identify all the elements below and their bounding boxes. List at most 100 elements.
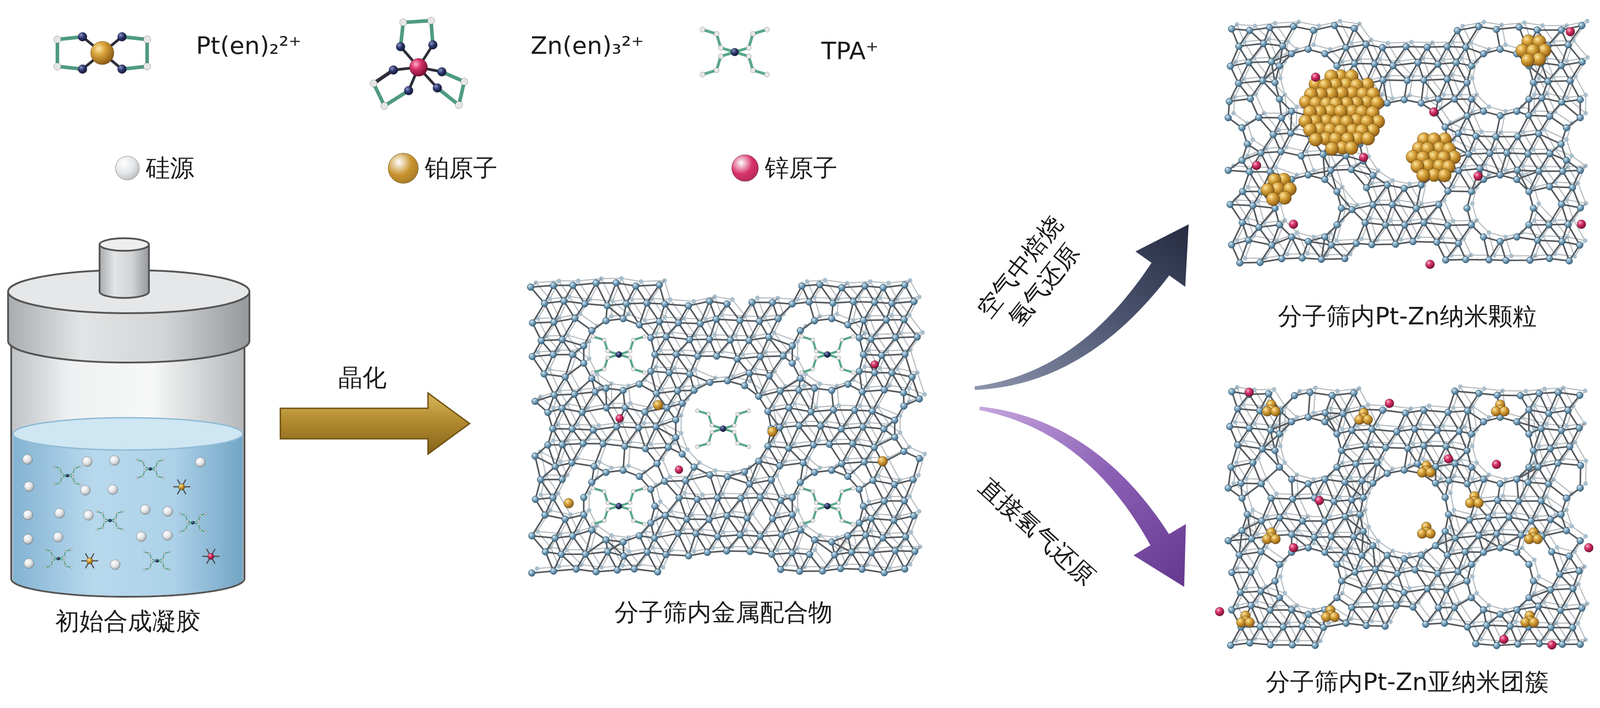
framework-atom [736, 531, 744, 539]
carbon-atom [136, 476, 139, 480]
framework-atom [1463, 204, 1471, 212]
framework-atom [1556, 570, 1563, 578]
framework-atom [662, 511, 669, 519]
framework-atom [1267, 641, 1274, 649]
zn-atom [1289, 219, 1299, 229]
framework-atom [627, 401, 633, 406]
framework-atom [550, 567, 558, 575]
framework-atom [706, 335, 713, 343]
framework-atom [1468, 463, 1475, 471]
framework-atom [1236, 259, 1244, 266]
framework-bonds [530, 282, 920, 573]
framework-atom [1242, 256, 1248, 261]
framework-atom [861, 282, 869, 290]
framework-atom [1288, 475, 1295, 483]
framework-atom [556, 564, 562, 569]
carbon-atom [199, 528, 202, 532]
carbon-atom [51, 559, 54, 562]
carbon-atom [839, 518, 844, 523]
tpa-molecule [799, 334, 856, 375]
pt-atom [1416, 168, 1430, 183]
framework-atom [1311, 42, 1317, 48]
framework-atom [777, 566, 785, 573]
framework-atom [589, 426, 597, 434]
framework-atom [1538, 94, 1546, 102]
zn-atom [1251, 161, 1261, 171]
framework-atom [1267, 426, 1274, 434]
framework-atom [1564, 406, 1572, 414]
framework-atom [580, 493, 588, 501]
framework-atom [588, 478, 596, 486]
framework-atom [901, 497, 908, 505]
framework-atom [756, 353, 764, 360]
framework-atom [1278, 255, 1286, 262]
carbon-atom [746, 444, 751, 449]
carbon-atom [154, 469, 157, 472]
framework-atom [1358, 551, 1365, 559]
framework-atom [544, 409, 552, 416]
framework-atom [1338, 204, 1345, 212]
framework-atom [867, 335, 875, 343]
framework-atom [1486, 149, 1494, 157]
framework-atom [1298, 623, 1306, 630]
framework-atom [636, 472, 643, 480]
framework-atom [1515, 497, 1522, 505]
framework-atom [1451, 95, 1458, 103]
framework-atom [844, 472, 852, 480]
framework-atom [810, 536, 818, 544]
framework-atom [569, 351, 576, 358]
tpa-molecule [136, 458, 165, 480]
framework-atom [1464, 407, 1471, 415]
framework-atom [1566, 77, 1574, 85]
framework-atom [647, 367, 654, 375]
carbon-atom [143, 550, 146, 554]
framework-atom [549, 282, 557, 289]
framework-atom [1392, 601, 1400, 609]
framework-atom [1411, 425, 1418, 433]
framework-atom [797, 374, 804, 382]
framework-atom [1523, 388, 1529, 394]
framework-atom [1556, 606, 1564, 614]
framework-atom [1576, 166, 1584, 174]
framework-atom [1237, 588, 1244, 596]
framework-atom [756, 532, 764, 540]
carbon-atom [605, 507, 610, 512]
carbon-atom [78, 483, 82, 486]
framework-atom [1464, 150, 1472, 158]
framework-atom [1256, 623, 1264, 630]
framework-atom [580, 359, 588, 367]
framework-atom [1480, 418, 1487, 425]
carbon-atom [695, 408, 700, 413]
framework-atom [1321, 409, 1329, 417]
framework-atom [1319, 151, 1327, 158]
carbon-atom [50, 550, 53, 553]
framework-atom [1351, 568, 1359, 576]
framework-atom [1243, 140, 1251, 148]
framework-atom [892, 334, 899, 341]
framework-atom [867, 514, 875, 522]
framework-atom [561, 515, 569, 523]
framework-atom [1494, 391, 1501, 399]
framework-atom [550, 318, 558, 326]
framework-atom [1472, 640, 1480, 647]
framework-atom [908, 529, 914, 535]
framework-atom [1441, 527, 1449, 535]
framework-atom [910, 297, 918, 305]
framework-atom [1368, 241, 1376, 249]
carbon-atom [142, 475, 145, 478]
framework-atom [1534, 463, 1542, 471]
framework-atom [837, 565, 844, 572]
zn-atom [409, 58, 428, 77]
framework-atom [1532, 217, 1537, 223]
framework-atom [653, 389, 660, 397]
framework-atom [1414, 460, 1422, 467]
carbon-atom [745, 53, 751, 59]
framework-atom [1513, 475, 1521, 483]
framework-atom [1320, 623, 1327, 631]
framework-atom [579, 440, 587, 447]
framework-atom [1442, 442, 1450, 450]
framework-atom [1474, 460, 1479, 465]
pt-atom [1325, 142, 1339, 156]
framework-atom [1554, 544, 1560, 550]
framework-atom [1453, 27, 1461, 35]
